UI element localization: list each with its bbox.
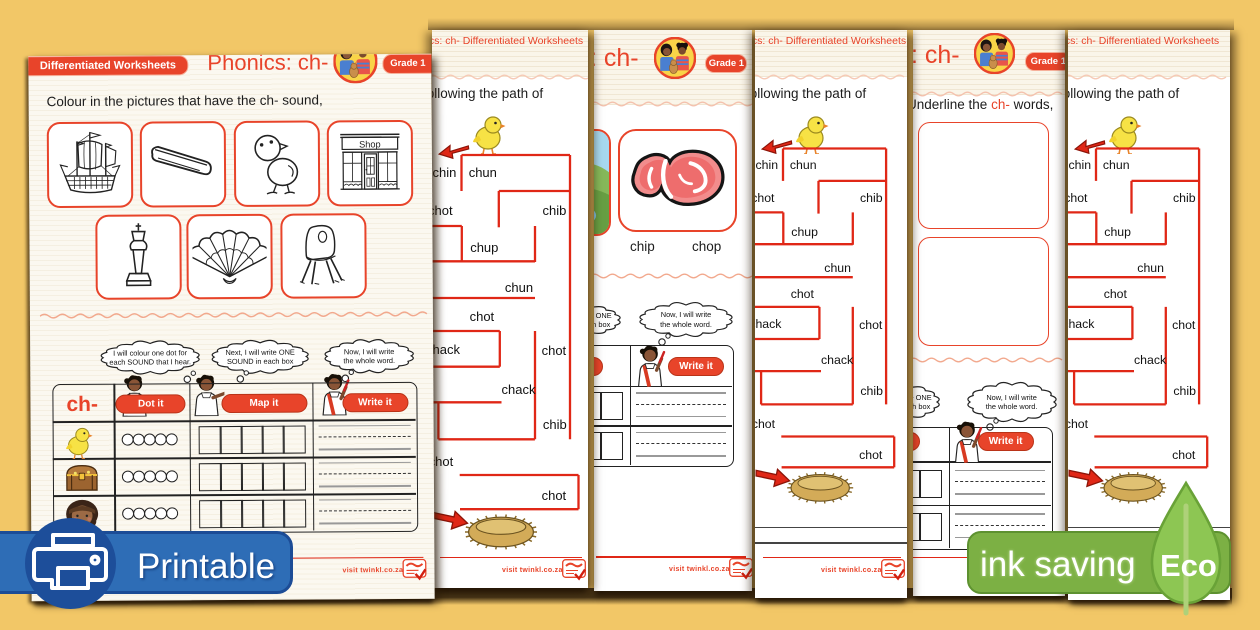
svg-text:Shop: Shop bbox=[359, 139, 381, 149]
